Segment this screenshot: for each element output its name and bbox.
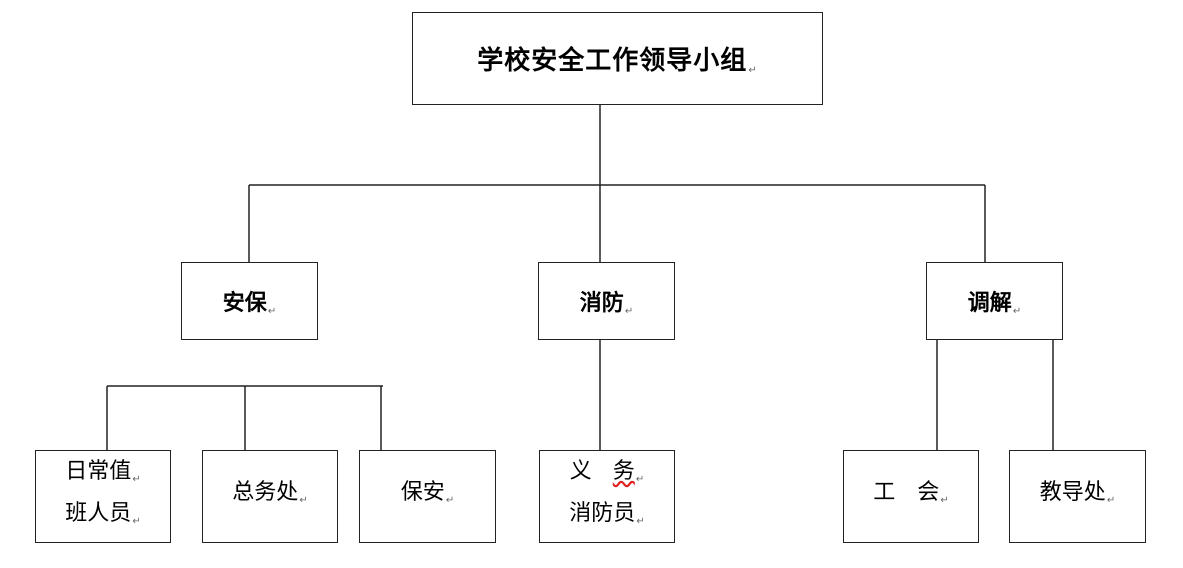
group-node-security: 安保↵ <box>181 262 318 340</box>
leaf-node-security-guard: 保安↵ <box>359 450 496 543</box>
paragraph-mark-icon: ↵ <box>636 515 645 527</box>
paragraph-mark-icon: ↵ <box>748 65 758 76</box>
leaf-node-union: 工 会↵ <box>843 450 979 543</box>
paragraph-mark-icon: ↵ <box>1012 306 1022 317</box>
group-node-fire: 消防↵ <box>538 262 675 340</box>
leaf-node-volunteer-firefighter: 义 务↵ 消防员↵ <box>539 450 675 543</box>
leaf-label-firefighter-1b: 务 <box>612 458 635 484</box>
leaf-label-general-affairs: 总务处 <box>232 479 299 505</box>
paragraph-mark-icon: ↵ <box>132 515 141 527</box>
leaf-label-firefighter-1a: 义 <box>569 458 592 484</box>
leaf-label-academic-affairs: 教导处 <box>1039 479 1106 505</box>
paragraph-mark-icon: ↵ <box>267 306 277 317</box>
leaf-node-general-affairs: 总务处↵ <box>202 450 338 543</box>
leaf-label-security-guard: 保安 <box>400 479 445 505</box>
root-label: 学校安全工作领导小组 <box>477 46 748 76</box>
paragraph-mark-icon: ↵ <box>445 494 455 506</box>
paragraph-mark-icon: ↵ <box>940 494 949 506</box>
leaf-label-duty-line1: 日常值 <box>65 458 132 484</box>
leaf-label-duty-line2: 班人员 <box>65 500 132 526</box>
group-label-fire: 消防 <box>579 291 624 316</box>
leaf-node-duty-staff: 日常值↵ 班人员↵ <box>35 450 171 543</box>
paragraph-mark-icon: ↵ <box>1106 494 1116 506</box>
root-node: 学校安全工作领导小组↵ <box>412 12 823 105</box>
leaf-label-firefighter-2: 消防员 <box>569 500 636 526</box>
paragraph-mark-icon: ↵ <box>132 473 141 485</box>
paragraph-mark-icon: ↵ <box>624 306 634 317</box>
leaf-label-union: 工 会 <box>873 479 940 505</box>
paragraph-mark-icon: ↵ <box>635 473 645 485</box>
group-node-mediation: 调解↵ <box>926 262 1063 340</box>
leaf-node-academic-affairs: 教导处↵ <box>1009 450 1146 543</box>
group-label-mediation: 调解 <box>967 291 1012 316</box>
paragraph-mark-icon: ↵ <box>299 494 308 506</box>
group-label-security: 安保 <box>222 291 267 316</box>
